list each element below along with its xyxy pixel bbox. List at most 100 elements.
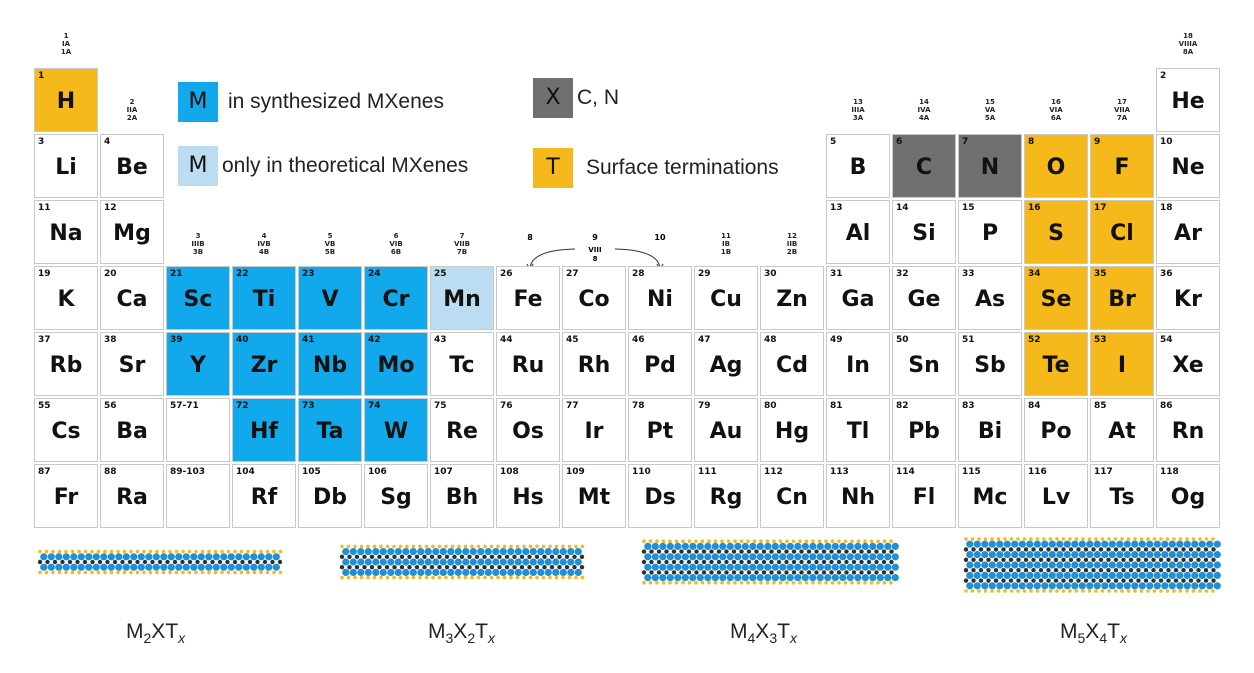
element-symbol: Fe xyxy=(513,287,543,312)
m-atom xyxy=(779,563,787,571)
atomic-number: 30 xyxy=(764,269,777,279)
termination-atom xyxy=(450,544,455,549)
element-symbol: Fr xyxy=(53,485,79,510)
m-atom xyxy=(1003,540,1011,548)
x-atom xyxy=(105,559,110,565)
m-atom xyxy=(1078,551,1086,559)
termination-atom xyxy=(765,539,770,543)
m-atom xyxy=(469,548,477,556)
m-atom xyxy=(447,558,455,566)
termination-atom xyxy=(424,544,429,549)
m-atom xyxy=(220,553,228,561)
element-symbol: Mo xyxy=(377,353,415,378)
atomic-number: 26 xyxy=(500,269,513,279)
group-label-line: 11 xyxy=(721,232,731,240)
m-atom xyxy=(1138,551,1146,559)
atomic-number: 114 xyxy=(896,467,915,477)
x-atom xyxy=(971,547,976,552)
x-atom xyxy=(1121,568,1126,573)
m-atom xyxy=(439,548,447,556)
termination-atom xyxy=(174,549,179,554)
atomic-number: 23 xyxy=(302,269,315,279)
termination-atom xyxy=(1061,589,1066,593)
x-atom xyxy=(829,570,834,575)
m-atom xyxy=(77,553,85,561)
m-atom xyxy=(529,548,537,556)
m-atom xyxy=(749,563,757,571)
x-atom xyxy=(210,559,215,565)
element-symbol: Cn xyxy=(776,485,808,510)
x-atom xyxy=(1016,578,1021,583)
m-atom xyxy=(869,574,877,582)
m-atom xyxy=(522,568,530,576)
x-atom xyxy=(881,549,887,554)
m-atom xyxy=(145,553,153,561)
x-atom xyxy=(1128,578,1134,583)
m-atom xyxy=(824,563,832,571)
x-atom xyxy=(1173,578,1179,583)
m-atom xyxy=(981,582,989,590)
m-atom xyxy=(107,563,115,571)
m-atom xyxy=(1048,551,1056,559)
termination-atom xyxy=(502,544,507,549)
m-atom xyxy=(122,563,130,571)
termination-atom xyxy=(379,544,383,549)
m-atom xyxy=(1198,582,1206,590)
x-atom xyxy=(255,559,260,565)
legend-theoretical-swatch: M xyxy=(178,146,218,186)
m-atom xyxy=(839,542,847,550)
x-atom xyxy=(1166,557,1171,562)
m-atom xyxy=(1206,561,1214,569)
atomic-number: 9 xyxy=(1094,137,1101,147)
termination-atom xyxy=(496,575,500,580)
m-atom xyxy=(559,548,567,556)
atomic-number: 27 xyxy=(566,269,579,279)
element-symbol: Hs xyxy=(512,485,544,510)
m-atom xyxy=(439,568,447,576)
element-symbol: Au xyxy=(709,419,743,444)
element-symbol: Rh xyxy=(577,353,611,378)
m-atom xyxy=(137,553,145,561)
m-atom xyxy=(1176,561,1184,569)
termination-atom xyxy=(681,539,685,543)
termination-atom xyxy=(450,575,455,580)
termination-atom xyxy=(90,549,94,554)
m-atom xyxy=(1206,582,1214,590)
x-atom xyxy=(1136,568,1141,573)
m-atom xyxy=(756,542,764,550)
m-atom xyxy=(477,568,485,576)
element-symbol: Ne xyxy=(1171,155,1205,180)
x-atom xyxy=(1001,568,1006,573)
m-atom xyxy=(1131,540,1139,548)
group-label-line: 5 xyxy=(327,232,333,240)
group-label-line: 12 xyxy=(787,232,797,240)
m-atom xyxy=(342,568,350,576)
x-atom xyxy=(694,559,699,565)
m-atom xyxy=(876,574,884,582)
x-atom xyxy=(399,565,405,570)
element-symbol: Re xyxy=(446,419,478,444)
termination-atom xyxy=(213,570,218,575)
element-symbol: Sb xyxy=(974,353,1006,378)
group-label-line: 5A xyxy=(984,114,996,122)
m-atom xyxy=(1176,571,1184,579)
x-atom xyxy=(709,559,714,565)
termination-atom xyxy=(1165,589,1170,593)
termination-atom xyxy=(804,539,809,543)
element-symbol: V xyxy=(321,287,339,312)
termination-atom xyxy=(528,544,533,549)
termination-atom xyxy=(567,575,572,580)
m-atom xyxy=(1048,571,1056,579)
x-atom xyxy=(724,570,729,575)
x-atom xyxy=(1151,568,1156,573)
x-atom xyxy=(444,565,450,570)
termination-atom xyxy=(109,570,114,575)
element-symbol: Bi xyxy=(977,419,1003,444)
